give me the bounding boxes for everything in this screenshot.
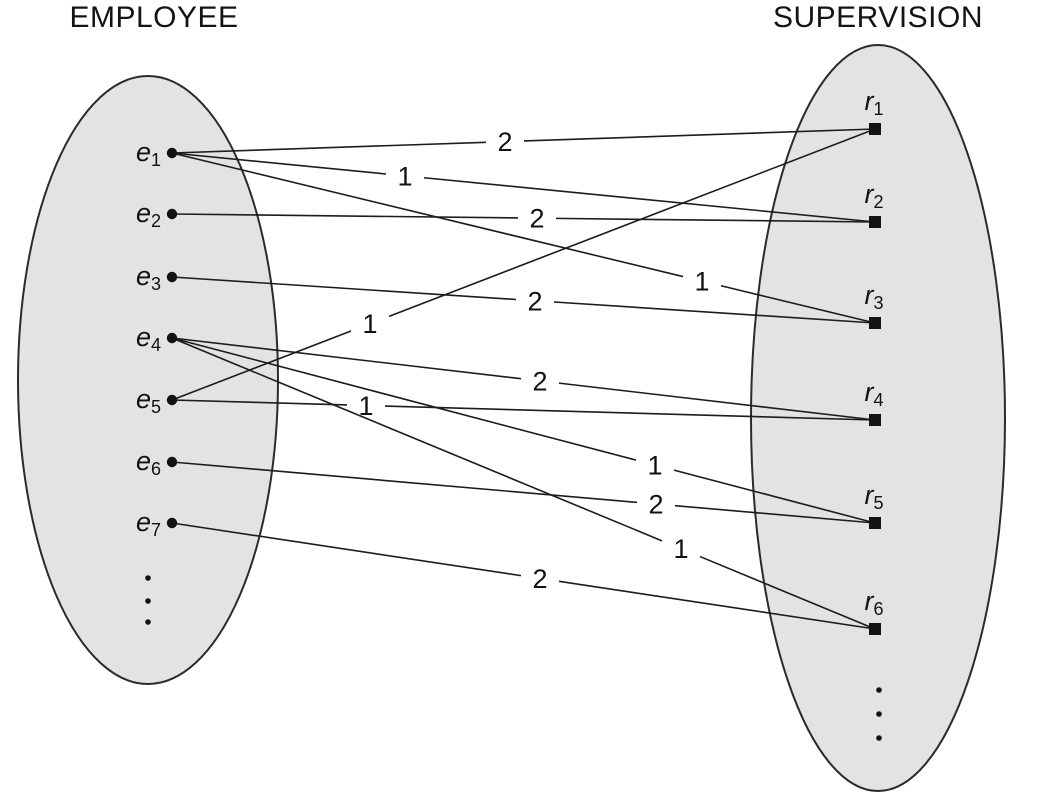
- relationship-square-r1: [869, 123, 881, 135]
- entity-label-e7: e7: [136, 507, 161, 540]
- edge-segment: [384, 405, 876, 421]
- role-label-e4-r6: 1: [673, 534, 688, 564]
- edge-segment: [171, 337, 637, 461]
- edge-segment: [553, 301, 876, 324]
- edge-segment: [171, 152, 387, 175]
- edge-e3-r3: 2: [171, 276, 876, 324]
- edge-segment: [171, 152, 684, 278]
- role-label-e5-r4: 1: [358, 391, 373, 421]
- entity-label-e4: e4: [136, 322, 161, 355]
- edge-e1-r1: 2: [171, 127, 876, 157]
- entity-dot-e5: [166, 394, 178, 406]
- relationship-label-r1: r1: [864, 86, 883, 119]
- entity-dot-e2: [166, 208, 178, 220]
- entity-dot-e3: [166, 271, 178, 283]
- entity-label-e5: e5: [136, 384, 161, 417]
- edge-segment: [558, 580, 876, 630]
- role-label-e3-r3: 2: [527, 286, 542, 316]
- edge-segment: [555, 217, 876, 223]
- edge-segment: [423, 176, 876, 223]
- edge-segment: [171, 522, 522, 577]
- employee-set-ellipse: [17, 75, 279, 685]
- relationship-label-r2: r2: [864, 179, 883, 212]
- relationship-label-r6: r6: [864, 586, 883, 619]
- edge-segment: [171, 276, 517, 301]
- edge-segment: [171, 330, 352, 401]
- relationship-square-r5: [869, 517, 881, 529]
- edge-e4-r6: 1: [171, 337, 876, 630]
- edge-segment: [171, 337, 663, 542]
- edge-segment: [720, 284, 876, 324]
- entity-label-e6: e6: [136, 446, 161, 479]
- employee-ellipsis-dot: [145, 575, 151, 581]
- edge-e7-r6: 2: [171, 522, 876, 630]
- edge-e1-r2: 1: [171, 152, 876, 223]
- edge-segment: [171, 337, 522, 380]
- supervision-set-title: SUPERVISION: [772, 1, 984, 34]
- employee-ellipsis-dot: [145, 598, 151, 604]
- relationship-square-r3: [869, 317, 881, 329]
- role-label-e4-r4: 2: [532, 366, 547, 396]
- edge-segment: [171, 461, 638, 504]
- role-label-e1-r1: 2: [497, 127, 512, 157]
- edge-segment: [673, 469, 876, 524]
- relationship-label-r4: r4: [864, 377, 883, 410]
- entity-dot-e7: [166, 517, 178, 529]
- supervision-ellipsis-dot: [876, 687, 882, 693]
- edge-e4-r5: 1: [171, 337, 876, 524]
- role-label-e2-r2: 2: [529, 204, 544, 234]
- relationship-square-r2: [869, 216, 881, 228]
- edge-segment: [699, 555, 876, 630]
- entity-label-e1: e1: [136, 137, 161, 170]
- role-label-e1-r3: 1: [694, 267, 709, 297]
- relationship-square-r6: [869, 623, 881, 635]
- edge-e4-r4: 2: [171, 337, 876, 421]
- entity-dot-e4: [166, 332, 178, 344]
- entity-label-e2: e2: [136, 198, 161, 231]
- edge-segment: [558, 382, 876, 421]
- edge-segment: [388, 128, 876, 318]
- edge-segment: [171, 141, 487, 154]
- role-label-e4-r5: 1: [647, 451, 662, 481]
- edge-segment: [171, 399, 348, 406]
- employee-set-title: EMPLOYEE: [69, 1, 239, 34]
- relationship-label-r5: r5: [864, 480, 883, 513]
- entity-dot-e1: [166, 147, 178, 159]
- edge-e5-r4: 1: [171, 391, 876, 421]
- edge-segment: [523, 128, 876, 142]
- edge-segment: [674, 504, 876, 524]
- edge-e5-r1: 1: [171, 128, 876, 401]
- supervision-ellipsis-dot: [876, 735, 882, 741]
- entity-dot-e6: [166, 456, 178, 468]
- role-label-e1-r2: 1: [397, 161, 412, 191]
- relationship-square-r4: [869, 414, 881, 426]
- relationship-label-r3: r3: [864, 280, 883, 313]
- role-label-e5-r1: 1: [362, 309, 377, 339]
- entity-label-e3: e3: [136, 261, 161, 294]
- edge-segment: [171, 213, 519, 219]
- edge-e1-r3: 1: [171, 152, 876, 324]
- edge-e2-r2: 2: [171, 204, 876, 234]
- role-label-e6-r5: 2: [648, 489, 663, 519]
- employee-ellipsis-dot: [145, 619, 151, 625]
- edge-e6-r5: 2: [171, 461, 876, 524]
- role-label-e7-r6: 2: [532, 564, 547, 594]
- supervision-ellipsis-dot: [876, 711, 882, 717]
